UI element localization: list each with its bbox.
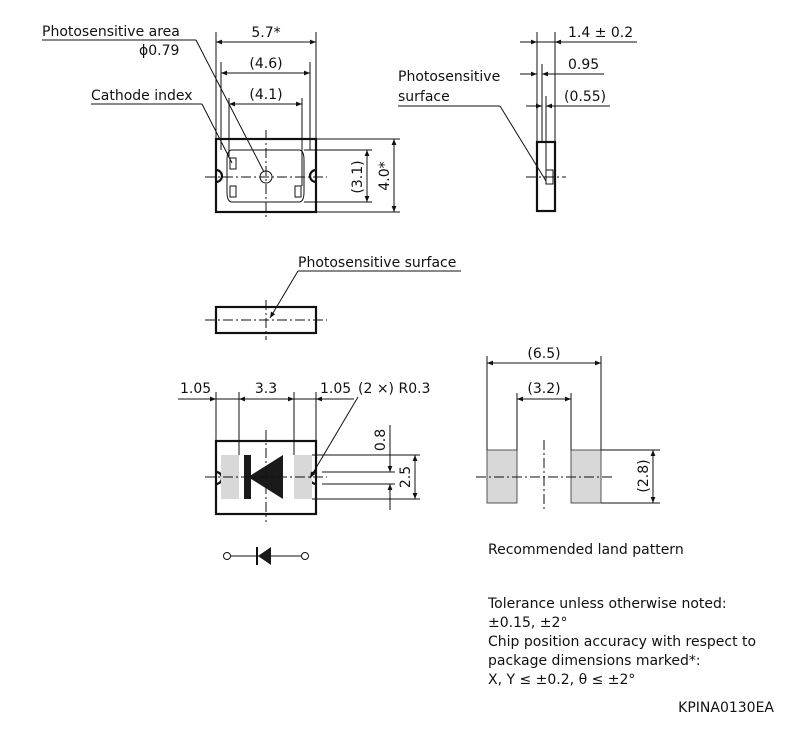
dim-055: (0.55) <box>564 89 606 105</box>
top-pad-upper-left <box>229 157 237 170</box>
label-photosensitive-surface-2: surface <box>398 89 450 105</box>
schematic-diode-triangle <box>258 547 271 565</box>
note-tolerance-2: ±0.15, ±2° <box>488 615 567 631</box>
top-view: 5.7* (4.6) (4.1) (3.1) 4.0* Photosensiti… <box>42 24 400 220</box>
notes: Recommended land pattern Tolerance unles… <box>487 542 774 716</box>
dim-31: (3.1) <box>350 160 366 193</box>
drawing-code: KPINA0130EA <box>678 700 774 716</box>
dim-65: (6.5) <box>527 346 560 362</box>
dim-14: 1.4 ± 0.2 <box>568 25 633 41</box>
land-pattern: (6.5) (3.2) (2.8) <box>476 346 660 512</box>
dim-105-right: 1.05 <box>320 381 351 397</box>
note-tolerance-1: Tolerance unless otherwise noted: <box>487 596 727 612</box>
top-pad-lower-right <box>294 185 302 198</box>
left-notch <box>215 168 224 184</box>
bottom-view: 1.05 3.3 1.05 (2 ×) R0.3 0.8 2.5 <box>178 381 430 522</box>
front-side-view: Photosensitive surface <box>205 255 461 340</box>
label-photosensitive-surface-1: Photosensitive <box>398 69 500 85</box>
note-chip-pos-3: X, Y ≤ ±0.2, θ ≤ ±2° <box>488 672 635 688</box>
dim-width-57: 5.7* <box>251 25 280 41</box>
dim-08: 0.8 <box>373 429 389 451</box>
top-view-window <box>226 149 305 203</box>
label-recommended-land: Recommended land pattern <box>488 542 684 558</box>
side-view: 1.4 ± 0.2 0.95 (0.55) Photosensitive sur… <box>398 25 637 213</box>
dim-46: (4.6) <box>249 56 282 72</box>
dim-33: 3.3 <box>255 381 277 397</box>
dim-40: 4.0* <box>377 161 393 190</box>
note-chip-pos-2: package dimensions marked*: <box>488 653 701 669</box>
label-photosensitive-area: Photosensitive area <box>42 24 180 40</box>
right-notch <box>308 168 317 184</box>
label-photosensitive-surface-side: Photosensitive surface <box>298 255 456 271</box>
dim-r03: (2 ×) R0.3 <box>358 381 430 397</box>
dim-25: 2.5 <box>398 466 414 488</box>
label-phi-079: ϕ0.79 <box>139 43 179 59</box>
dim-32: (3.2) <box>527 381 560 397</box>
dim-105-left: 1.05 <box>180 381 211 397</box>
dim-095: 0.95 <box>568 57 599 73</box>
dim-41: (4.1) <box>249 87 282 103</box>
note-chip-pos-1: Chip position accuracy with respect to <box>488 634 756 650</box>
label-cathode-index: Cathode index <box>91 88 193 104</box>
dim-28: (2.8) <box>636 459 652 492</box>
diode-schematic <box>223 547 309 565</box>
top-pad-lower-left <box>229 185 237 198</box>
